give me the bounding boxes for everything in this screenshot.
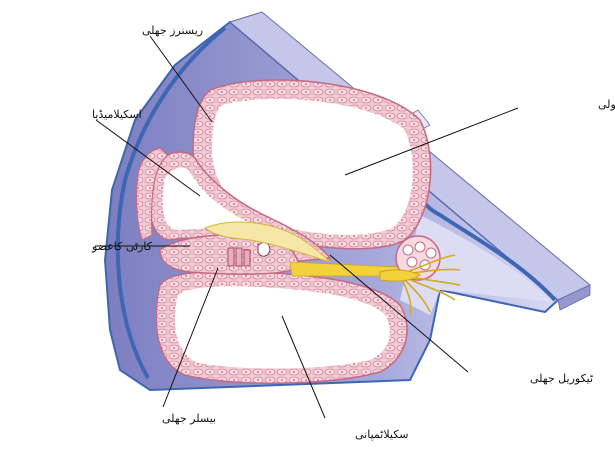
label-basilar-membrane: بیسلر جھلی xyxy=(162,412,216,425)
label-tectorial-membrane: ٹیکوریل جھلی xyxy=(530,372,594,385)
label-organ-of-corti: کارٹی کاعضو xyxy=(91,240,153,253)
label-scala-media: اسکیلامیڈیا xyxy=(92,108,142,121)
label-reissner-membrane: ریسنرز جھلی xyxy=(142,24,203,37)
label-scala-vestibuli: اسکیلاویسٹیبولی xyxy=(598,98,615,111)
label-scala-tympani: سکیلاٹمپانی xyxy=(355,428,409,441)
